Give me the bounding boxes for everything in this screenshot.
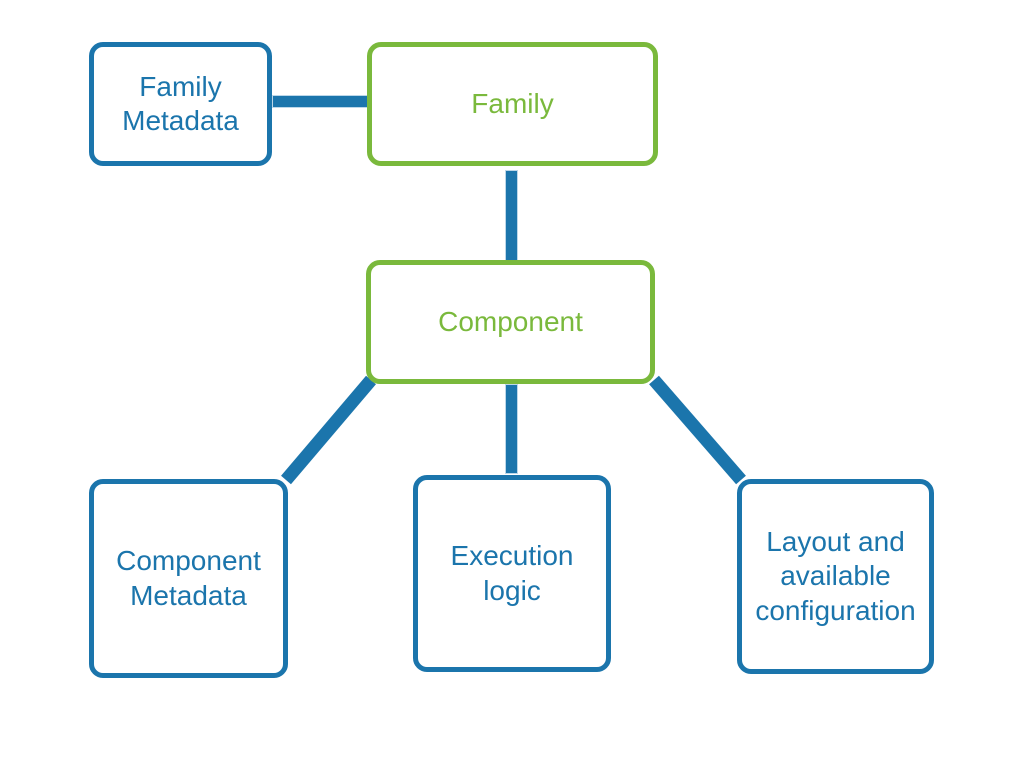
node-component-metadata-label: Component Metadata xyxy=(116,545,261,611)
node-component-metadata[interactable]: Component Metadata xyxy=(89,479,288,678)
node-family-metadata-label: Family Metadata xyxy=(122,70,239,136)
node-execution-logic-label: Execution logic xyxy=(450,540,574,606)
node-execution-logic[interactable]: Execution logic xyxy=(413,475,611,672)
edge-component-to-execution-logic xyxy=(505,384,518,474)
node-family-label: Family xyxy=(471,87,554,119)
node-family[interactable]: Family xyxy=(367,42,658,166)
edge-family-metadata-to-family xyxy=(272,95,368,108)
node-layout-and-available-configuration[interactable]: Layout and available configuration xyxy=(737,479,934,674)
edge-component-to-component-metadata xyxy=(281,375,376,485)
edge-family-to-component xyxy=(505,170,518,262)
node-component-label: Component xyxy=(438,305,583,337)
edge-component-to-layout-config xyxy=(649,375,746,485)
node-component[interactable]: Component xyxy=(366,260,655,384)
node-layout-config-label: Layout and available configuration xyxy=(755,526,916,626)
node-family-metadata[interactable]: Family Metadata xyxy=(89,42,272,166)
